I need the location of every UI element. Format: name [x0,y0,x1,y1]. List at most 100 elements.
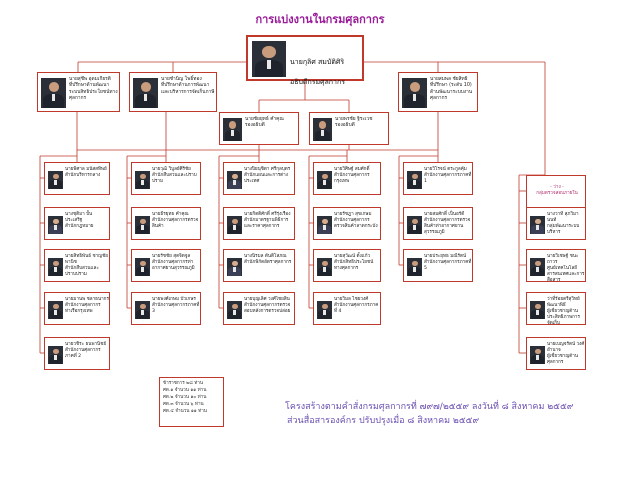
person-position: ที่ปรึกษาด้านพัฒนาระบบสิทธิประโยชน์ทางศุ… [69,83,118,102]
person-name: นายรัชชัย สุดจิตจูล [152,254,191,259]
person-name: นายสุวัฒน์ ตั้งแก้ว [334,254,371,259]
person-name: นายประยุทธ มณีรัตน์ [424,254,467,259]
person-photo [135,216,150,234]
person-position: สำนักกฎหมาย [65,224,94,229]
person-name: ว่าที่ร้อยตรีสุวิทย์ พัฒนาพิธี [547,297,580,308]
person-name: นายสิทธิพันธ์ ชาญชัยพานิช [65,254,108,265]
person-name: นายเบญจรัตน์ วงศ์อำนาจ [547,342,585,353]
unit-box: นายพิศาล มนัสสทิพย์สำนักบริหารกลาง [44,162,110,195]
tier2-box: นายพรชัย ฐิระเวชรองอธิบดี [309,112,389,145]
person-photo [313,118,332,141]
person-name: นายวิเชษฐ์ ชนะถาวร [547,254,579,265]
head-name: นายกุลิศ สมบัติศิริ [290,58,345,66]
unit-box: นางนิรมล ตันติโสภณสำนักพิกัดอัตราศุลกากร [223,249,295,282]
person-position: สำนักงานศุลกากรตรวจสอบหลังการตรวจปล่อย [244,303,291,314]
person-photo [48,171,63,189]
person-name: นายวุฒิ วิบูลย์ศิริชัย [152,167,191,172]
person-position: สำนักงานศุลกากรท่าเรือกรุงเทพ [65,303,101,314]
person-name: นายพงศ์เกษม บัวเกษร [152,297,196,302]
person-photo [407,171,422,189]
person-photo [135,301,150,319]
person-position: สำนักบริหารกลาง [65,173,101,178]
person-name: - ว่าง - [550,185,564,190]
person-photo [530,216,545,234]
unit-box: นายวิมล ไชยวงศ์สำนักงานศุลกากรภาคที่ 4 [313,292,381,325]
unit-box: นายวิเชษฐ์ ชนะถาวรศูนย์เทคโนโลยีสารสนเทศ… [526,249,586,283]
tier2-box: นายชำนิญ โพธิ์ทองที่ปรึกษาด้านการพัฒนาแล… [129,72,217,112]
person-position: กลุ่มพัฒนาระบบบริหาร [547,224,580,235]
tier2-box: นายชัยยุทธ์ คำคุณรองอธิบดี [219,112,299,145]
person-name: นายวิโรจน์ ตระกูลคุ้ม [424,167,467,172]
person-photo [223,118,242,141]
person-name: นายสมพล ชัยสิทธิ [430,77,468,82]
person-name: นายสุชีพ อุดมเกียรติ [69,77,111,82]
person-position: สำนักงานศุลกากรตรวจสินค้าลาดกระบัง [334,218,378,229]
person-photo [402,78,427,108]
person-position: สำนักพิกัดอัตราศุลกากร [244,260,292,265]
unit-box: นางปิยนุชิตา ศรีกุลบุตรสำนักแผนและการต่า… [223,162,295,195]
unit-box: นายบุญเลิศ วงศ์ไชยสินสำนักงานศุลกากรตรวจ… [223,292,295,325]
person-position: สำนักสืบสวนและปราบปราม [152,173,197,184]
person-position: สำนักงานศุลกากรภาคที่ 1 [424,173,472,184]
person-photo [227,171,242,189]
person-photo [530,258,545,276]
person-photo [133,78,158,108]
person-position: ที่ปรึกษา (ระดับ 10) ด้านพัฒนาระบบงานศุล… [430,83,473,102]
person-photo [48,216,63,234]
summary-line: ศต.๓ จำนวน ๖ ท่าน [163,402,204,407]
person-position: ศูนย์เทคโนโลยีสารสนเทศและการสื่อสาร [547,266,585,283]
person-position: รองอธิบดี [335,123,355,129]
unit-box: นายรัชชัย สุดจิตจูลสำนักงานศุลกากรท่าอาก… [131,249,201,282]
person-position: สำนักงานศุลกากรภาคที่ 4 [334,303,379,314]
unit-box: นายสิทธิพันธ์ ชาญชัยพานิชสำนักสืบสวนและป… [44,249,110,282]
person-position: ที่ปรึกษาด้านการพัฒนาและบริหารการจัดเก็บ… [161,83,215,95]
unit-box: นายประยุทธ มณีรัตน์สำนักงานศุลกากรภาคที่… [403,249,473,282]
person-photo [227,258,242,276]
person-position: สำนักงานศุลกากรตรวจสินค้าท่าอากาศยานสุวร… [424,218,471,235]
person-position: สำนักงานศุลกากรตรวจสินค้า [152,218,199,229]
person-name: นายพิศาล มนัสสทิพย์ [65,167,107,172]
unit-box: นายมานพ ชลาธนากรสำนักงานศุลกากรท่าเรือกร… [44,292,110,325]
person-photo [48,258,63,276]
unit-box: ว่าที่ร้อยตรีสุวิทย์ พัฒนาพิธีผู้เชี่ยวช… [526,292,586,326]
person-name: นายกิตติศักดิ์ ศรีรุ่งเรือง [244,212,291,217]
person-photo [317,301,332,319]
summary-box: ข้าราชการ ๒๘ ท่าน ศต.๑ จำนวน ๑๑ ท่าน ศต.… [159,377,224,427]
person-name: นายวิศิษฐ์ สมศักดิ์ [334,167,370,172]
unit-box: - ว่าง -กลุ่มตรวจสอบภายใน [526,175,586,208]
page-title: การแบ่งงานในกรมศุลกากร [255,13,385,26]
person-photo [227,216,242,234]
unit-box: นายสุวัฒน์ ตั้งแก้วสำนักสิทธิประโยชน์ทาง… [313,249,381,282]
person-photo [48,346,63,364]
person-name: นายพรชัย ฐิระเวช [335,117,373,122]
person-name: นายวชิระ ธนพานิชย์ [65,342,107,347]
unit-box: นายวิโรจน์ ตระกูลคุ้มสำนักงานศุลกากรภาคท… [403,162,473,195]
person-position: สำนักงานศุลกากรภาคที่ 5 [424,260,472,271]
unit-box: นายพงศ์เกษม บัวเกษรสำนักงานศุลกากรภาคที่… [131,292,201,325]
person-name: นายวิมล ไชยวงศ์ [334,297,369,302]
person-position: สำนักสืบสวนและปราบปราม [65,266,99,277]
summary-line: ศต.๔ จำนวน ๑๑ ท่าน [163,409,207,414]
person-photo [407,216,422,234]
unit-box: นายวุฒิ วิบูลย์ศิริชัยสำนักสืบสวนและปราบ… [131,162,201,195]
person-position: สำนักงานศุลกากรท่าอากาศยานสุวรรณภูมิ [152,260,195,271]
tier2-box: นายสุชีพ อุดมเกียรติที่ปรึกษาด้านพัฒนาระ… [37,72,120,112]
person-position: สำนักสิทธิประโยชน์ทางศุลกากร [334,260,374,271]
person-photo [135,171,150,189]
head-photo [252,41,286,77]
unit-box: นายเบญจรัตน์ วงศ์อำนาจผู้เชี่ยวชาญด้านศุ… [526,337,586,370]
person-photo [48,301,63,319]
person-position: กลุ่มตรวจสอบภายใน [536,191,578,196]
summary-line: ศต.๒ จำนวน ๑๐ ท่าน [163,395,207,400]
unit-box: นายวิศิษฐ์ สมศักดิ์สำนักงานศุลกากรกรุงเท… [313,162,381,195]
person-position: ผู้เชี่ยวชาญด้านศุลกากร [547,354,578,365]
person-position: สำนักแผนและการต่างประเทศ [244,173,288,184]
summary-line: ศต.๑ จำนวน ๑๑ ท่าน [163,388,207,393]
person-position: สำนักงานศุลกากรภาคที่ 3 [152,303,200,314]
person-photo [530,346,545,364]
tier2-box: นายสมพล ชัยสิทธิที่ปรึกษา (ระดับ 10) ด้า… [398,72,478,112]
unit-box: นางชุติมา ปั้นประเสริฐสำนักกฎหมาย [44,207,110,240]
person-name: นายธีรยุทธ คำคุณ [152,212,189,217]
unit-box: นายรัชฎา สุขเกษมสำนักงานศุลกากรตรวจสินค้… [313,207,381,240]
person-photo [41,78,66,108]
